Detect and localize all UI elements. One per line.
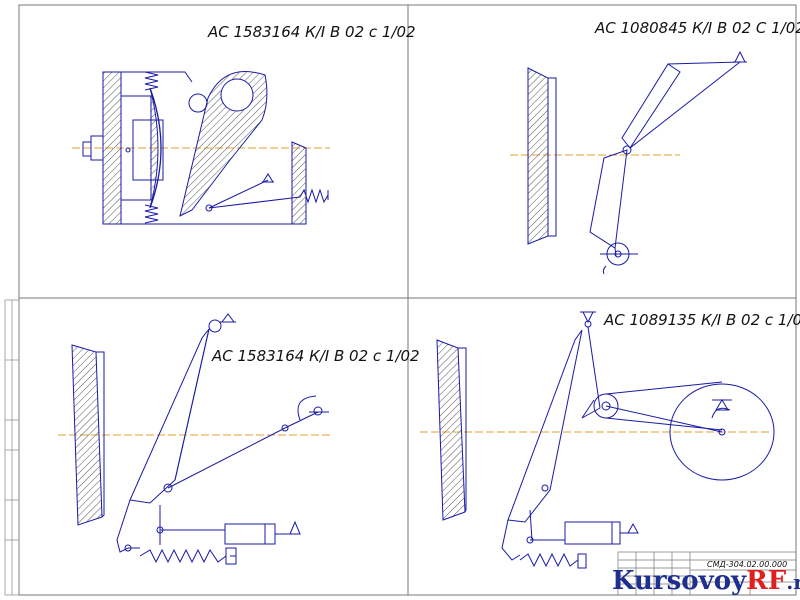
panel-3-title: АС 1583164 К/І В 02 с 1/02 (211, 347, 420, 365)
svg-text:KursovoyRF.ru: KursovoyRF.ru (612, 566, 800, 596)
panel-1-mechanism (72, 71, 330, 225)
panel-3-mechanism (58, 313, 330, 565)
watermark-suffix: .ru (786, 570, 800, 594)
title-block-code: СМД-304.02.00.000 (707, 560, 787, 569)
panel-2-mechanism (510, 50, 747, 275)
watermark-main: Kursovoy (612, 566, 747, 596)
title-block (617, 551, 797, 596)
panel-4-title: АС 1089135 К/І В 02 с 1/02 (603, 311, 800, 329)
panel-2-title: АС 1080845 К/І В 02 С 1/02 (594, 19, 800, 37)
watermark-accent: RF (746, 566, 787, 596)
left-margin-stamps (4, 299, 20, 596)
panel-4-mechanism (420, 311, 775, 569)
sheet-frame (18, 4, 797, 596)
site-watermark-logo: KursovoyRF.ru (612, 566, 800, 596)
panel-1-title: АС 1583164 К/І В 02 с 1/02 (207, 23, 416, 41)
